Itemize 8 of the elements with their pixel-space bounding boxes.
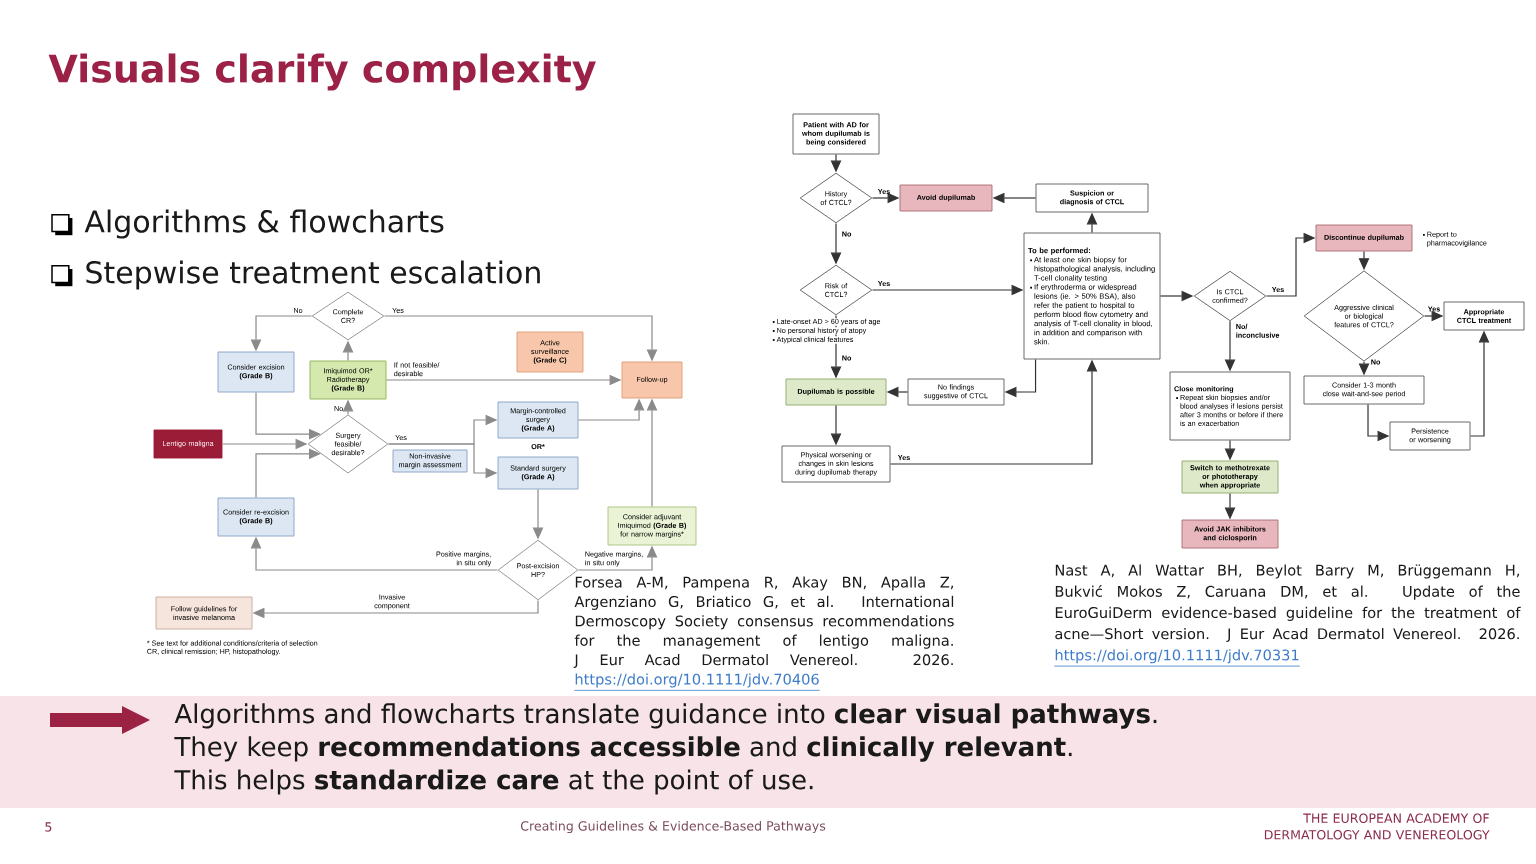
title: Visuals clarify complexity xyxy=(48,53,596,91)
summary-text: This helps standardize care at the point of use. xyxy=(174,769,813,795)
arrow xyxy=(255,391,321,440)
arrow xyxy=(255,448,321,499)
list-item: Stepwise treatment escalation xyxy=(86,260,540,290)
summary-text: They keep recommendations accessible and clinically relevant. xyxy=(174,736,1072,762)
summary-text: Algorithms and flowcharts translate guidance into clear visual pathways. xyxy=(174,703,1157,729)
list-item: Algorithms & flowcharts xyxy=(84,209,444,239)
